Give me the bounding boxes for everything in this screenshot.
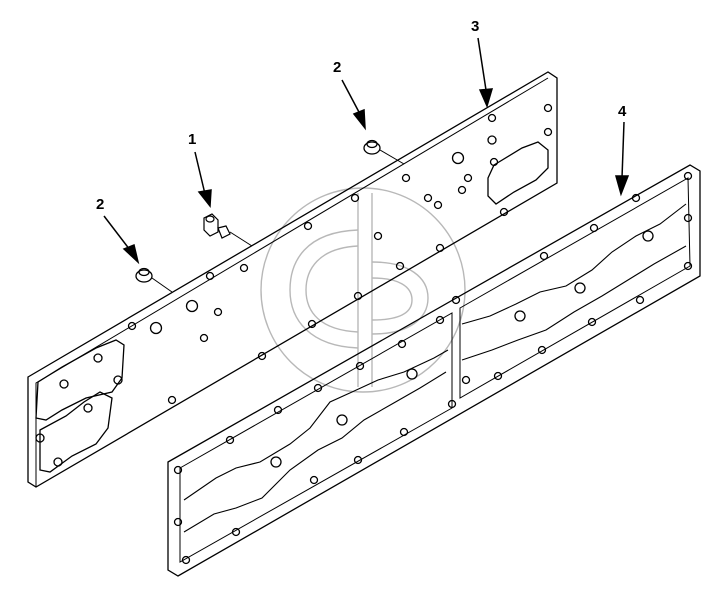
plug-part-2-left	[135, 267, 173, 293]
fitting-part-1	[203, 213, 253, 247]
plate-right-window	[487, 141, 549, 205]
plate-holes	[35, 103, 553, 467]
callout-2-left-label: 2	[96, 196, 105, 213]
gasket-bead-right-lower	[461, 245, 687, 361]
gasket-inner-left	[179, 312, 453, 563]
plate-left-window-lower	[39, 391, 113, 473]
gasket-part-4	[167, 164, 701, 577]
plate-part-3	[27, 71, 558, 488]
plate-left-window-upper	[35, 339, 125, 421]
callout-1-label: 1	[188, 131, 197, 148]
gasket-bead-left-lower	[183, 371, 447, 533]
plug-part-2-right	[363, 139, 405, 165]
gasket-outer	[167, 164, 701, 577]
callout-arrows	[103, 37, 630, 265]
callout-4-label: 4	[618, 103, 627, 120]
gasket-inner-right	[459, 177, 691, 399]
callout-3-label: 3	[471, 18, 480, 35]
callout-2-right-label: 2	[333, 59, 342, 76]
plate-outline	[27, 71, 558, 488]
gasket-bead-right	[461, 203, 687, 325]
watermark-logo	[260, 187, 466, 393]
gasket-holes	[173, 171, 693, 565]
plate-edge	[35, 77, 549, 487]
